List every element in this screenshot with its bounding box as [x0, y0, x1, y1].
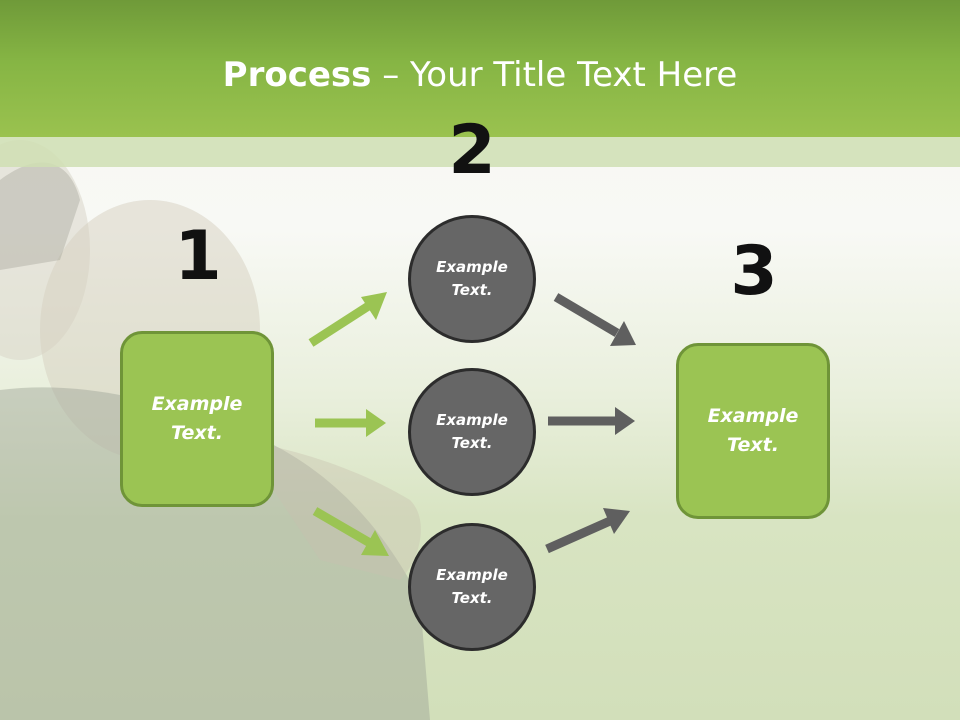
circle-top-line2: Text. — [451, 281, 493, 299]
process-circle-top: Example Text. — [408, 215, 536, 343]
title-stripe — [0, 137, 960, 167]
title-bar — [0, 0, 960, 137]
circle-middle-line1: Example — [436, 411, 508, 429]
slide-title: Process – Your Title Text Here — [0, 50, 960, 100]
arrow-green-up — [308, 292, 387, 347]
circle-middle-line2: Text. — [451, 434, 493, 452]
circle-top-line1: Example — [436, 258, 508, 276]
circle-bottom-line1: Example — [436, 566, 508, 584]
left-box-line2: Text. — [171, 422, 223, 444]
process-circle-bottom: Example Text. — [408, 523, 536, 651]
step-number-2: 2 — [448, 111, 496, 190]
title-rest: Your Title Text Here — [410, 55, 738, 95]
arrow-gray-right — [548, 407, 635, 435]
circle-bottom-line2: Text. — [451, 589, 493, 607]
arrow-gray-down — [553, 293, 636, 346]
step-number-1: 1 — [174, 217, 222, 296]
arrow-green-right — [315, 409, 386, 437]
left-process-box: Example Text. — [120, 331, 274, 507]
title-separator: – — [371, 55, 411, 95]
arrow-gray-up — [545, 508, 630, 554]
process-circle-middle: Example Text. — [408, 368, 536, 496]
left-box-line1: Example — [151, 393, 243, 415]
title-bold: Process — [222, 55, 372, 95]
right-box-line2: Text. — [727, 434, 779, 456]
right-process-box: Example Text. — [676, 343, 830, 519]
arrow-green-down — [312, 507, 389, 556]
right-box-line1: Example — [707, 405, 799, 427]
step-number-3: 3 — [730, 232, 778, 311]
